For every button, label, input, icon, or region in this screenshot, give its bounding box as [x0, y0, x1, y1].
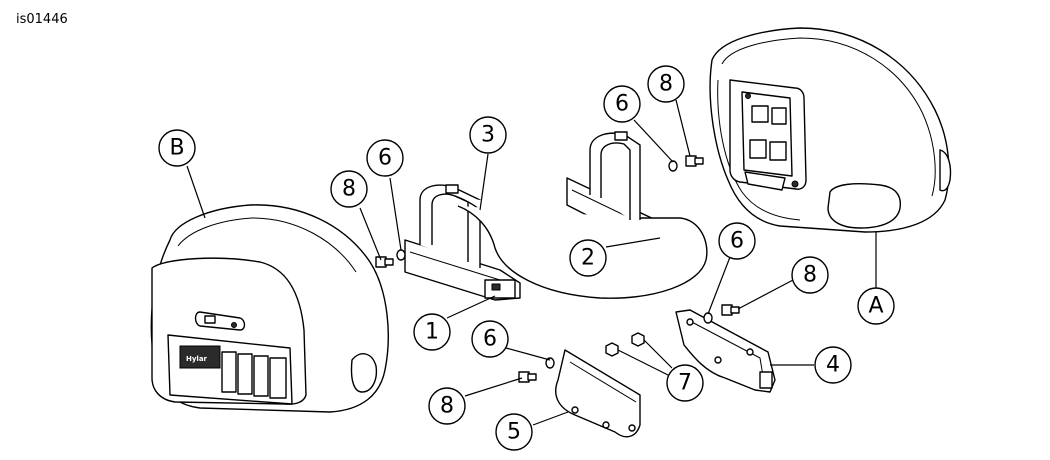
callout-label: 6	[615, 92, 629, 117]
callout-label: 8	[440, 394, 454, 419]
callout-8-left: 8	[330, 170, 368, 208]
brand-text: Hylar	[186, 355, 208, 363]
hardware	[375, 155, 740, 383]
callout-label: 8	[342, 177, 356, 202]
callout-6-top-right: 6	[603, 85, 641, 123]
callout-label: 3	[481, 123, 495, 148]
callout-label: 5	[507, 420, 521, 445]
callout-label: A	[868, 294, 883, 319]
saddlebag-b: Hylar	[150, 204, 389, 413]
callout-label: 1	[425, 320, 439, 345]
callout-label: 8	[659, 72, 673, 97]
callout-a: A	[857, 287, 895, 325]
callout-6-bottom: 6	[471, 320, 509, 358]
figure-id: is01446	[16, 12, 68, 27]
callout-label: 6	[378, 146, 392, 171]
callout-8-top-right: 8	[647, 65, 685, 103]
callout-label: 2	[581, 246, 595, 271]
callout-b: B	[158, 129, 196, 167]
callout-6-left: 6	[366, 139, 404, 177]
callout-6-mid-right: 6	[718, 222, 756, 260]
saddlebag-a	[709, 27, 952, 233]
callout-5: 5	[495, 413, 533, 451]
part-1-bracket	[404, 239, 521, 301]
callout-label: 6	[730, 229, 744, 254]
callout-8-bottom: 8	[428, 387, 466, 425]
callout-4: 4	[814, 346, 852, 384]
callout-2: 2	[569, 239, 607, 277]
callout-label: 7	[678, 371, 692, 396]
part-4-plate	[675, 309, 776, 393]
callout-8-mid-right: 8	[791, 256, 829, 294]
callout-label: 8	[803, 263, 817, 288]
leader-lines	[186, 99, 877, 426]
callout-3: 3	[469, 116, 507, 154]
callout-label: B	[169, 136, 184, 161]
callout-7: 7	[666, 364, 704, 402]
part-5-plate	[555, 349, 641, 438]
callout-label: 4	[826, 353, 840, 378]
callout-1: 1	[413, 313, 451, 351]
callout-label: 6	[483, 327, 497, 352]
